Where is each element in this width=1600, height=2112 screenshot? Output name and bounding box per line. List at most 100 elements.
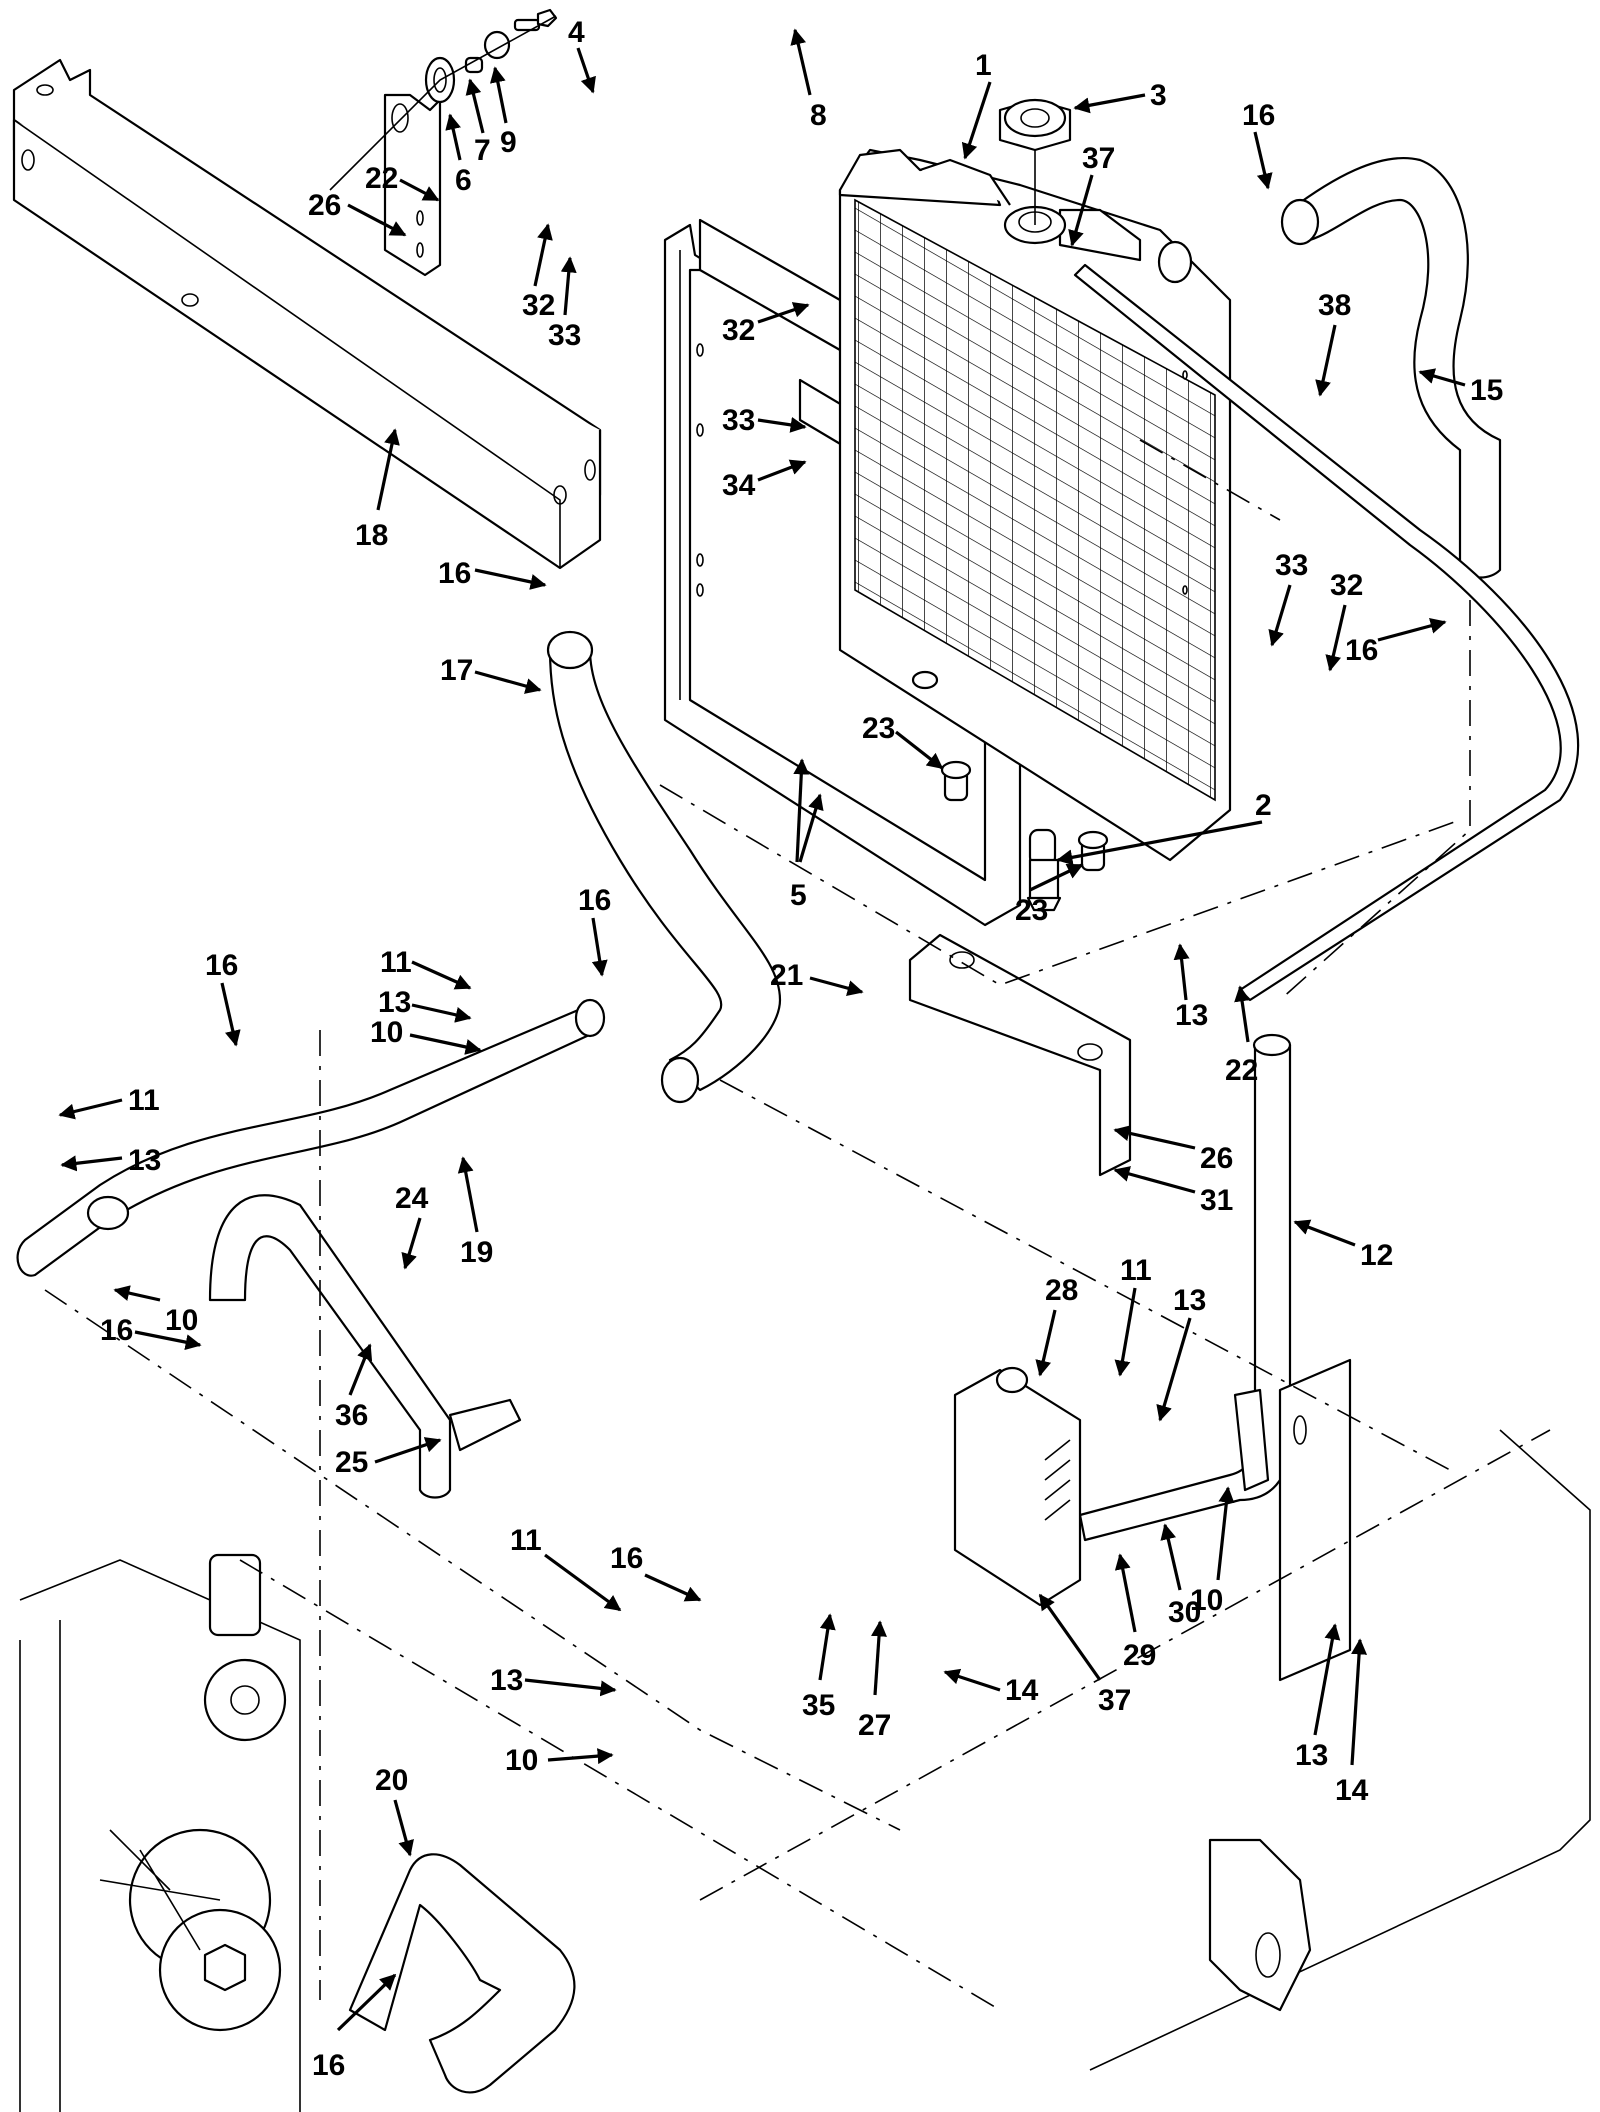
callout-38: 38 xyxy=(1315,289,1351,397)
callout-16-a: 16 xyxy=(1242,99,1275,190)
callout-23-b: 23 xyxy=(1015,863,1084,927)
callout-30: 30 xyxy=(1160,1523,1201,1629)
svg-text:37: 37 xyxy=(1082,142,1115,175)
callout-13-c: 13 xyxy=(1173,943,1208,1032)
callout-16-e: 16 xyxy=(205,949,241,1047)
svg-text:16: 16 xyxy=(1345,634,1378,667)
svg-text:16: 16 xyxy=(100,1314,133,1347)
callout-17: 17 xyxy=(440,654,542,694)
svg-text:1: 1 xyxy=(975,49,992,82)
callout-23-a: 23 xyxy=(862,712,944,770)
callout-13-a: 13 xyxy=(378,986,472,1023)
svg-text:6: 6 xyxy=(455,164,472,197)
callout-11-d: 11 xyxy=(510,1524,622,1612)
callout-11-a: 11 xyxy=(380,946,472,990)
svg-text:23: 23 xyxy=(862,712,895,745)
callout-14-b: 14 xyxy=(1335,1638,1369,1807)
svg-text:17: 17 xyxy=(440,654,473,687)
callout-13-f: 13 xyxy=(1295,1623,1341,1772)
svg-text:16: 16 xyxy=(1242,99,1275,132)
svg-text:13: 13 xyxy=(1295,1739,1328,1772)
callout-35: 35 xyxy=(802,1613,836,1722)
callout-16-g: 16 xyxy=(610,1542,702,1602)
tube-assembly-19 xyxy=(16,998,606,1277)
callout-13-d: 13 xyxy=(1156,1284,1206,1422)
svg-text:29: 29 xyxy=(1123,1639,1156,1672)
grommet-stack xyxy=(329,8,558,191)
svg-text:10: 10 xyxy=(505,1744,538,1777)
callout-13-b: 13 xyxy=(60,1144,161,1177)
callout-11-b: 11 xyxy=(58,1084,160,1120)
callout-7: 7 xyxy=(465,78,491,167)
svg-text:14: 14 xyxy=(1005,1674,1039,1707)
svg-text:15: 15 xyxy=(1470,374,1503,407)
callout-9: 9 xyxy=(489,66,517,159)
svg-text:10: 10 xyxy=(1190,1584,1223,1617)
svg-text:13: 13 xyxy=(378,986,411,1019)
callout-6: 6 xyxy=(445,113,472,197)
callout-10-a: 10 xyxy=(370,1016,482,1055)
callout-31: 31 xyxy=(1113,1166,1233,1217)
svg-text:4: 4 xyxy=(568,16,585,49)
svg-text:10: 10 xyxy=(370,1016,403,1049)
callout-33-c: 33 xyxy=(1268,549,1308,647)
svg-text:33: 33 xyxy=(722,404,755,437)
callout-18: 18 xyxy=(355,428,400,552)
svg-text:35: 35 xyxy=(802,1689,835,1722)
svg-text:16: 16 xyxy=(578,884,611,917)
callout-25: 25 xyxy=(335,1437,442,1479)
callout-32-c: 32 xyxy=(1325,569,1363,672)
svg-text:16: 16 xyxy=(205,949,238,982)
svg-text:13: 13 xyxy=(1173,1284,1206,1317)
svg-text:14: 14 xyxy=(1335,1774,1369,1807)
svg-text:7: 7 xyxy=(474,134,491,167)
callout-34: 34 xyxy=(722,459,807,502)
callout-16-d: 16 xyxy=(578,884,611,977)
svg-text:11: 11 xyxy=(380,946,412,979)
svg-text:19: 19 xyxy=(460,1236,493,1269)
svg-text:22: 22 xyxy=(1225,1054,1258,1087)
callout-16-h: 16 xyxy=(312,1973,397,2082)
svg-text:25: 25 xyxy=(335,1446,368,1479)
svg-text:3: 3 xyxy=(1150,79,1167,112)
callout-16-c: 16 xyxy=(1345,618,1447,667)
callout-14-a: 14 xyxy=(943,1668,1039,1707)
callout-13-e: 13 xyxy=(490,1664,617,1697)
callout-16-f: 16 xyxy=(100,1314,202,1351)
callout-36: 36 xyxy=(335,1343,373,1432)
callout-26-b: 26 xyxy=(1113,1125,1233,1175)
callout-16-b: 16 xyxy=(438,557,547,590)
hose-20 xyxy=(348,1853,576,2094)
svg-text:37: 37 xyxy=(1098,1684,1131,1717)
svg-text:24: 24 xyxy=(395,1182,429,1215)
svg-text:16: 16 xyxy=(610,1542,643,1575)
svg-text:31: 31 xyxy=(1200,1184,1233,1217)
callout-21: 21 xyxy=(770,959,864,996)
svg-text:26: 26 xyxy=(308,189,341,222)
overflow-tank xyxy=(953,1366,1082,1607)
svg-text:13: 13 xyxy=(490,1664,523,1697)
cross-member xyxy=(12,58,602,570)
svg-text:32: 32 xyxy=(722,314,755,347)
svg-text:10: 10 xyxy=(165,1304,198,1337)
callout-27: 27 xyxy=(858,1620,891,1742)
svg-text:38: 38 xyxy=(1318,289,1351,322)
svg-text:8: 8 xyxy=(810,99,827,132)
svg-text:36: 36 xyxy=(335,1399,368,1432)
callout-19: 19 xyxy=(457,1156,493,1269)
svg-text:20: 20 xyxy=(375,1764,408,1797)
engine-block xyxy=(19,1553,301,2112)
callout-10-d: 10 xyxy=(505,1744,614,1777)
svg-text:16: 16 xyxy=(438,557,471,590)
svg-text:11: 11 xyxy=(1120,1254,1152,1287)
callout-37-b: 37 xyxy=(1038,1593,1131,1717)
svg-text:32: 32 xyxy=(1330,569,1363,602)
svg-text:11: 11 xyxy=(510,1524,542,1557)
chassis-frame xyxy=(1089,1358,1591,2071)
tube-assembly-24 xyxy=(208,1194,522,1499)
svg-text:22: 22 xyxy=(365,162,398,195)
upper-hose xyxy=(1280,156,1502,579)
callout-2: 2 xyxy=(1056,789,1272,866)
svg-text:33: 33 xyxy=(1275,549,1308,582)
